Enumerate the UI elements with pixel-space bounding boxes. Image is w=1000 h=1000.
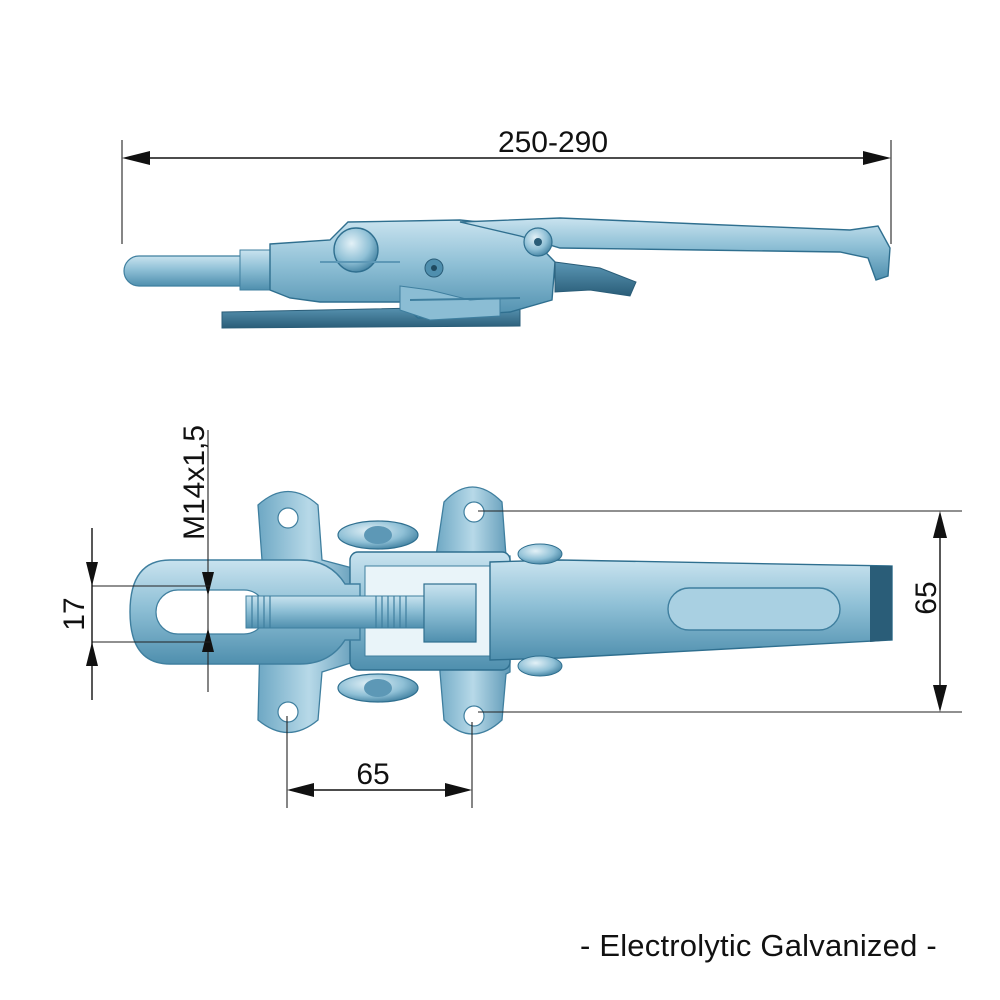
lever-top-pivot (517, 543, 563, 565)
dimension-overall-length: 250-290 (121, 126, 892, 244)
overall-length-label: 250-290 (498, 126, 608, 159)
barrel-nut (423, 583, 477, 643)
thread-label: M14x1,5 (178, 425, 211, 540)
eye-diameter-label: 17 (58, 597, 91, 630)
side-view-latch (123, 217, 891, 329)
right-top-hole (463, 501, 485, 523)
right-bottom-hole (463, 705, 485, 727)
hole-width-label: 65 (356, 758, 389, 791)
side-trigger (554, 261, 637, 297)
dimension-thread: M14x1,5 (178, 425, 214, 692)
threaded-rod (245, 595, 427, 629)
left-top-hole (277, 507, 299, 529)
side-pivot-bolt (333, 227, 379, 273)
lever-bottom-pivot (517, 655, 563, 677)
side-inner-link (399, 285, 501, 321)
dimension-eye-diameter: 17 (58, 528, 210, 700)
top-view-latch (129, 486, 893, 735)
dimension-hole-width: 65 (286, 716, 473, 808)
hole-height-label: 65 (910, 581, 943, 614)
dimension-hole-height: 65 (478, 510, 962, 713)
thread-pattern (251, 596, 407, 628)
lever-grip-recess (667, 587, 841, 631)
side-handle-lever (459, 217, 891, 281)
finish-label: - Electrolytic Galvanized - (580, 928, 937, 963)
left-bottom-hole (277, 701, 299, 723)
